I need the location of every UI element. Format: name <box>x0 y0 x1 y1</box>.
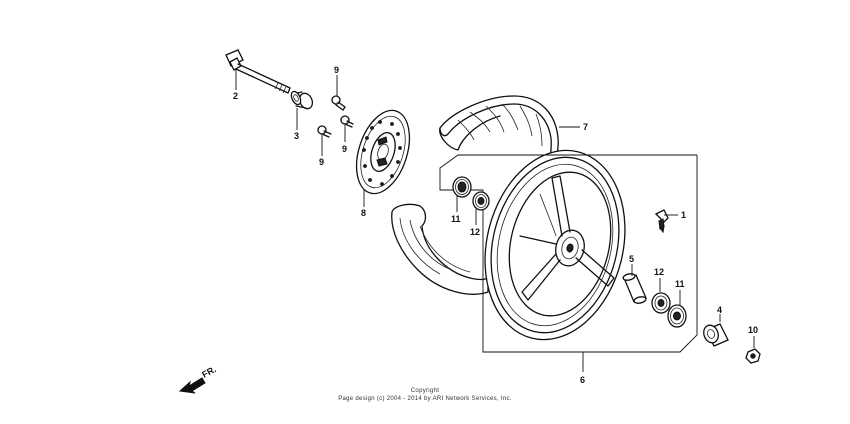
leader-lines <box>235 68 755 372</box>
callout-7: 7 <box>583 122 588 132</box>
callout-8: 8 <box>361 208 366 218</box>
callout-6: 6 <box>580 375 585 385</box>
disc-bolt-lower-part[interactable] <box>317 125 332 138</box>
callout-1: 1 <box>681 210 686 220</box>
callout-11-left: 11 <box>451 214 461 224</box>
direction-label: FR. <box>200 364 217 380</box>
arrow-icon <box>178 377 206 394</box>
wheel-rim-part[interactable] <box>466 135 644 354</box>
tire-lower-section <box>391 203 489 295</box>
callout-3: 3 <box>294 131 299 141</box>
brake-disc-part[interactable] <box>347 104 419 201</box>
callout-9-upper: 9 <box>334 65 339 75</box>
callout-10: 10 <box>748 325 758 335</box>
right-bearing-part[interactable] <box>651 292 671 314</box>
collar-part[interactable] <box>289 90 314 111</box>
right-dust-seal-part[interactable] <box>667 304 687 328</box>
disc-bolt-middle-part[interactable] <box>340 115 354 128</box>
wheel-assembly-bracket <box>439 154 698 353</box>
callout-4: 4 <box>717 305 722 315</box>
copyright-title: Copyright <box>410 388 440 394</box>
callout-11-right: 11 <box>675 279 685 289</box>
axle-bolt-part[interactable] <box>225 49 291 94</box>
copyright-line: Page design (c) 2004 - 2014 by ARI Netwo… <box>338 396 512 402</box>
callout-12-left: 12 <box>470 227 480 237</box>
distance-collar-part[interactable] <box>622 273 647 304</box>
side-collar-part[interactable] <box>701 323 729 347</box>
callout-9-lower: 9 <box>319 157 324 167</box>
disc-bolt-upper-part[interactable] <box>331 95 346 111</box>
callout-9-middle: 9 <box>342 144 347 154</box>
callout-5: 5 <box>629 254 634 264</box>
callout-2: 2 <box>233 91 238 101</box>
callout-12-right: 12 <box>654 267 664 277</box>
axle-nut-part[interactable] <box>745 348 761 364</box>
left-dust-seal-part[interactable] <box>452 176 472 198</box>
callout-labels: 1 2 3 4 5 6 7 8 9 9 9 10 11 12 12 11 <box>233 65 758 385</box>
air-valve-part[interactable] <box>654 209 669 234</box>
left-bearing-part[interactable] <box>472 191 490 211</box>
